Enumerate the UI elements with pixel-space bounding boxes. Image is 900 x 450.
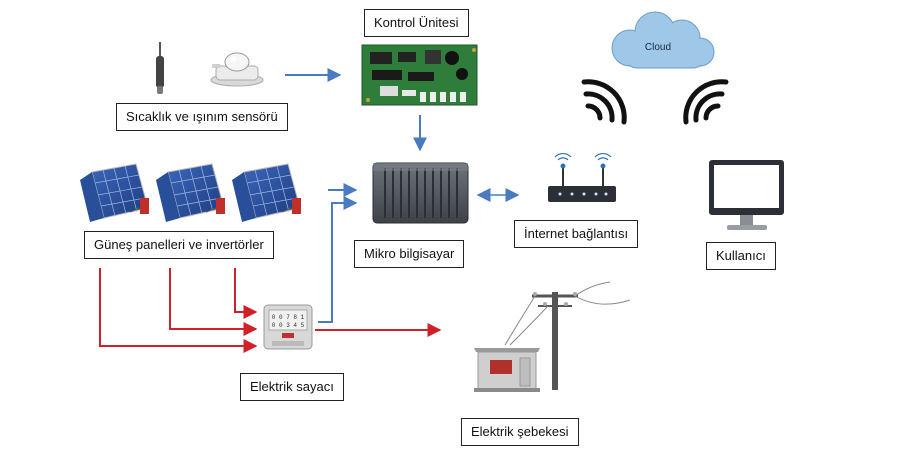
electric-meter-label: Elektrik sayacı: [240, 373, 344, 401]
temperature-probe-icon: [156, 42, 164, 94]
inverter-icon: [129, 198, 149, 214]
solar-panel-icon: [232, 163, 301, 222]
cloud-label: Cloud: [645, 42, 671, 53]
mini-computer-icon: [372, 162, 469, 224]
control-unit-label: Kontrol Ünitesi: [364, 9, 469, 37]
sensor-label: Sıcaklık ve ışınım sensörü: [116, 103, 288, 131]
inverter-icon: [281, 198, 301, 214]
pyranometer-icon: [210, 52, 264, 87]
svg-text:0 0 7 8 1: 0 0 7 8 1: [272, 314, 305, 321]
cloud-icon: Cloud: [611, 11, 715, 69]
user-label: Kullanıcı: [706, 242, 776, 270]
power-pole-icon: [504, 281, 631, 390]
router-icon: [548, 153, 616, 202]
wifi-signal-icon: [683, 79, 729, 125]
monitor-icon: [709, 160, 784, 230]
solar-panel-icon: [156, 163, 225, 222]
solar-panel-icon: [80, 163, 149, 222]
electric-grid-label: Elektrik şebekesi: [461, 418, 579, 446]
arrow-meter-to-computer: [318, 196, 358, 323]
svg-text:0 0 3 4 5: 0 0 3 4 5: [272, 322, 305, 329]
wifi-signal-icon: [581, 79, 627, 125]
control-board-icon: [361, 44, 478, 106]
solar-panels-label: Güneş panelleri ve invertörler: [84, 231, 274, 259]
power-lines: [99, 268, 442, 353]
micro-computer-label: Mikro bilgisayar: [354, 240, 465, 268]
transformer-icon: [474, 348, 540, 392]
electric-meter-icon: 0 0 7 8 1 0 0 3 4 5: [263, 304, 313, 350]
internet-connection-label: İnternet bağlantısı: [514, 220, 639, 248]
inverter-icon: [205, 198, 225, 214]
